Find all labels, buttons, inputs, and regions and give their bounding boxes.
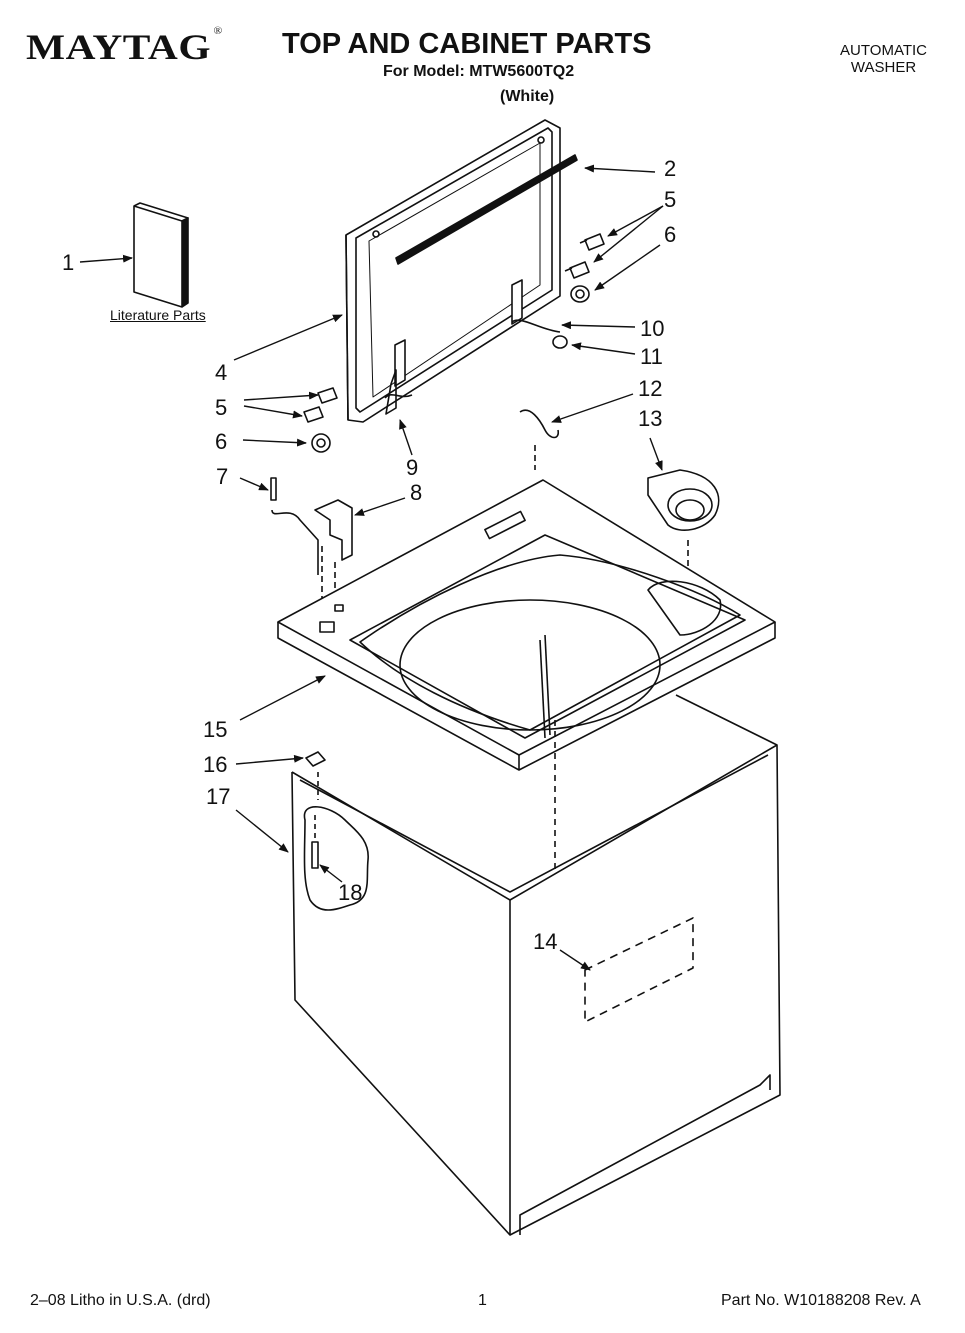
callout-15: 15	[203, 717, 228, 742]
model-line: For Model: MTW5600TQ2	[383, 63, 575, 80]
callout-12: 12	[638, 376, 663, 401]
callout-11: 11	[640, 344, 663, 369]
lid-screws-left	[303, 387, 338, 453]
callout-16: 16	[203, 752, 228, 777]
callout-18: 18	[338, 880, 363, 905]
callout-17: 17	[206, 784, 231, 809]
callout-10: 10	[640, 316, 665, 341]
brand-logo: MAYTAG®	[26, 26, 223, 68]
appliance-type-line1: AUTOMATIC	[840, 42, 927, 59]
brand-registered-mark: ®	[213, 26, 223, 37]
callout-5-left: 5	[215, 395, 228, 420]
part-12-clip	[519, 409, 560, 470]
appliance-type-line2: WASHER	[850, 59, 917, 76]
callout-4: 4	[215, 360, 228, 385]
callout-6-left: 6	[215, 429, 228, 454]
callout-6-right: 6	[664, 222, 677, 247]
callout-7: 7	[216, 464, 229, 489]
lid-assembly	[345, 119, 578, 423]
footer-part-number: Part No. W10188208 Rev. A	[721, 1292, 921, 1309]
page-title: TOP AND CABINET PARTS	[282, 28, 652, 60]
appliance-type: AUTOMATIC WASHER	[840, 42, 927, 76]
callout-2: 2	[664, 156, 677, 181]
literature-booklet	[133, 202, 189, 308]
callout-13: 13	[638, 406, 663, 431]
callout-1: 1	[62, 250, 75, 275]
callout-8: 8	[410, 480, 423, 505]
color-line: (White)	[500, 88, 555, 105]
top-panel	[277, 479, 776, 771]
lid-screws-right	[552, 233, 605, 349]
callout-9: 9	[406, 455, 419, 480]
callout-leaders	[79, 164, 664, 971]
cabinet	[291, 694, 781, 1236]
footer-litho: 2–08 Litho in U.S.A. (drd)	[30, 1292, 211, 1309]
footer-page-number: 1	[478, 1292, 487, 1309]
literature-parts-label: Literature Parts	[110, 307, 206, 323]
lid-switch	[270, 477, 353, 605]
callout-14: 14	[533, 929, 558, 954]
brand-name: MAYTAG	[26, 27, 212, 67]
callout-5-right: 5	[664, 187, 677, 212]
